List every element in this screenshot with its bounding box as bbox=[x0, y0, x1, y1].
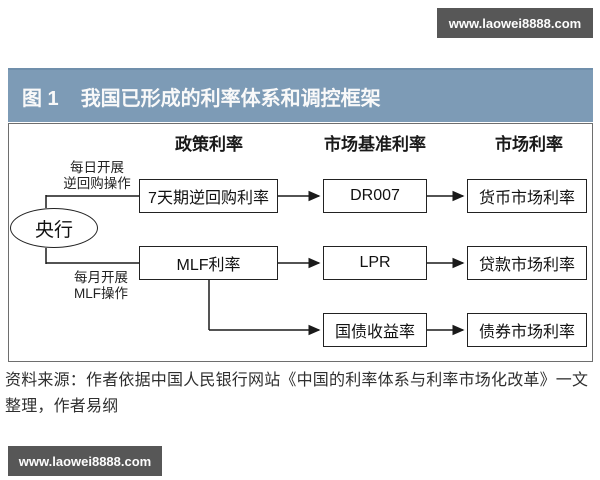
column-header-policy-rate: 政策利率 bbox=[175, 135, 243, 154]
node-dr007: DR007 bbox=[323, 179, 427, 213]
source-note-line2: 整理，作者易纲 bbox=[5, 398, 119, 415]
connector-lines bbox=[45, 190, 465, 336]
node-loan-market-rate: 贷款市场利率 bbox=[467, 246, 587, 280]
figure-title: 我国已形成的利率体系和调控框架 bbox=[80, 87, 381, 110]
diagram-canvas: 政策利率 市场基准利率 市场利率 央行 每日开展 逆回购操作 每月开展 MLF操… bbox=[8, 123, 593, 362]
source-note: 资料来源：作者依据中国人民银行网站《中国的利率体系与利率市场化改革》一文 整理，… bbox=[5, 368, 597, 420]
figure-header: 图 1 我国已形成的利率体系和调控框架 bbox=[8, 68, 593, 122]
figure-label: 图 1 bbox=[22, 87, 59, 110]
watermark-bottom: www.laowei8888.com bbox=[8, 446, 162, 476]
node-lpr: LPR bbox=[323, 246, 427, 280]
source-note-line1: 资料来源：作者依据中国人民银行网站《中国的利率体系与利率市场化改革》一文 bbox=[5, 372, 589, 389]
column-header-market-rate: 市场利率 bbox=[495, 135, 563, 154]
node-mlf-rate: MLF利率 bbox=[139, 246, 278, 280]
annotation-daily-repo: 每日开展 逆回购操作 bbox=[63, 160, 131, 191]
node-treasury-yield: 国债收益率 bbox=[323, 313, 427, 347]
node-7day-reverse-repo-rate: 7天期逆回购利率 bbox=[139, 179, 278, 213]
watermark-top: www.laowei8888.com bbox=[437, 8, 593, 38]
central-bank-label: 央行 bbox=[34, 219, 73, 241]
column-header-market-benchmark-rate: 市场基准利率 bbox=[324, 135, 426, 154]
central-bank-node: 央行 bbox=[10, 208, 98, 248]
node-money-market-rate: 货币市场利率 bbox=[467, 179, 587, 213]
annotation-monthly-mlf: 每月开展 MLF操作 bbox=[74, 270, 128, 301]
node-bond-market-rate: 债券市场利率 bbox=[467, 313, 587, 347]
